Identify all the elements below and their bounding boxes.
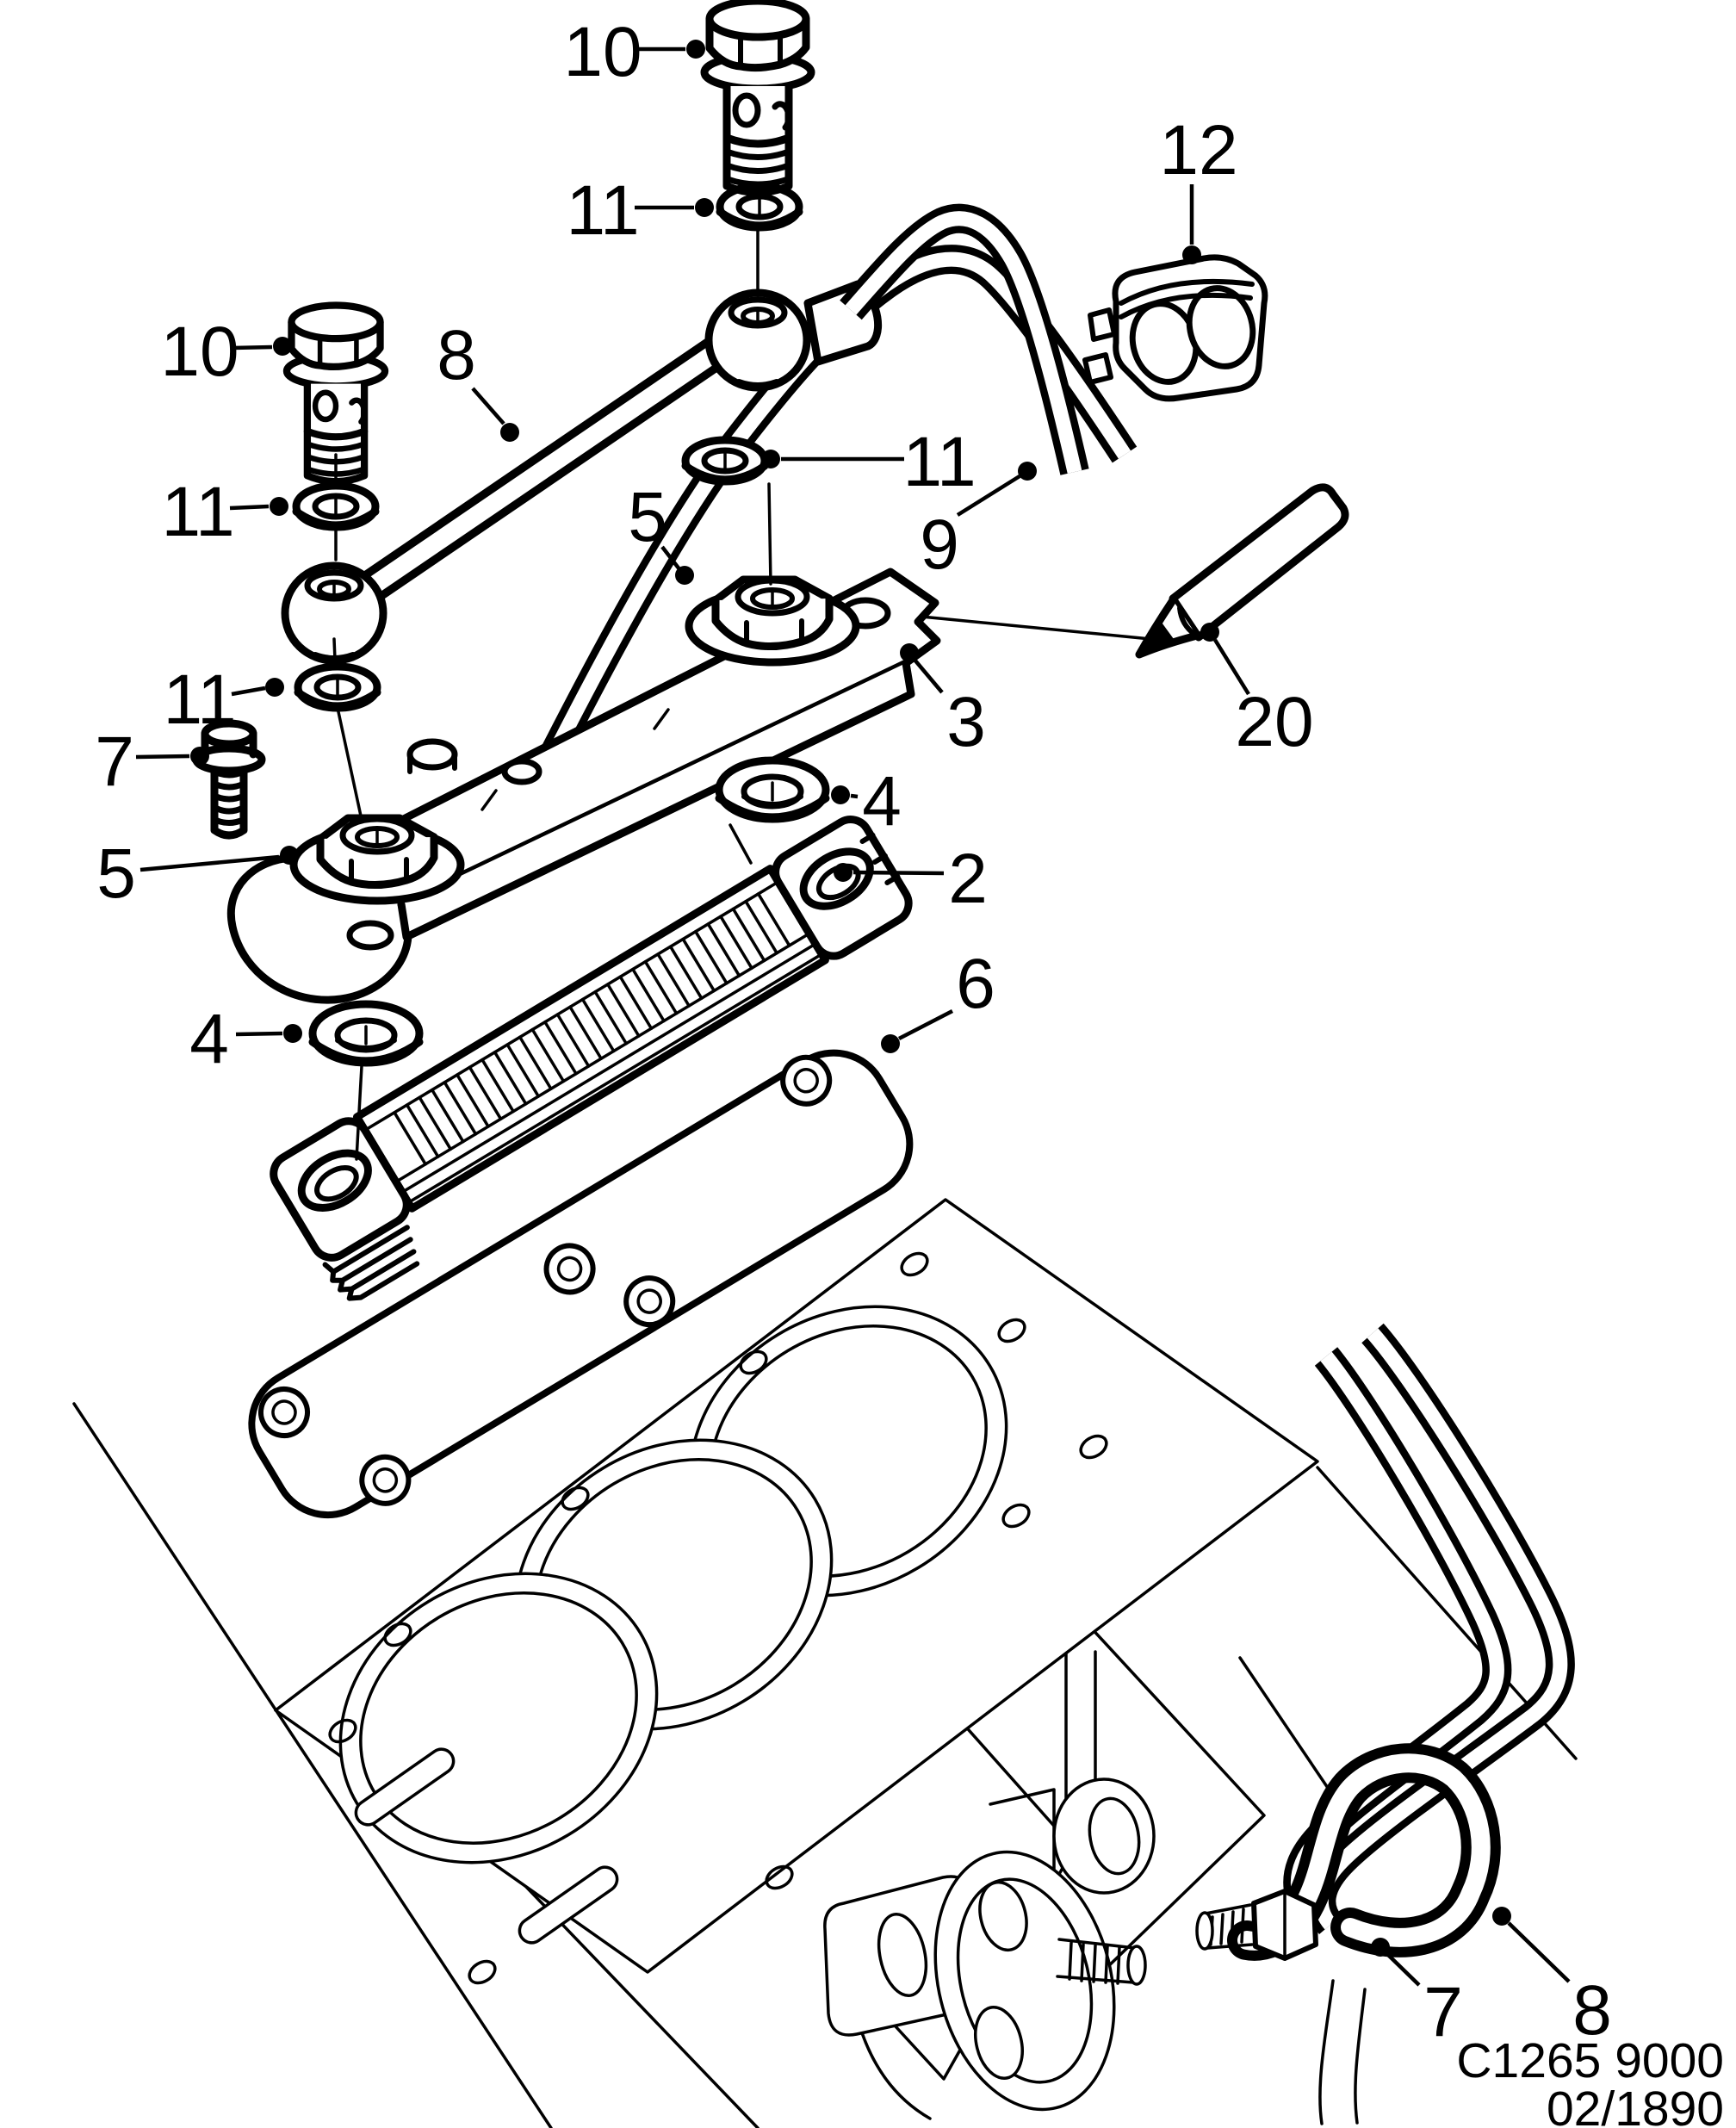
axis-line-right: [728, 823, 753, 865]
callout-label[interactable]: 5: [628, 478, 667, 556]
callout-4-left: 4: [189, 1000, 302, 1078]
callout-label[interactable]: 12: [1159, 111, 1237, 189]
callout-8-upper: 8: [437, 316, 519, 442]
callout-label[interactable]: 5: [96, 834, 136, 913]
callout-label[interactable]: 10: [160, 313, 239, 391]
callout-10-top: 10: [563, 13, 705, 91]
callout-7-left: 7: [95, 723, 209, 801]
head-gasket: [274, 1198, 1319, 1985]
callout-9: 9: [920, 462, 1037, 584]
callout-3: 3: [900, 643, 986, 761]
oil-filter-flange: [823, 1777, 1156, 2112]
callout-label[interactable]: 11: [163, 661, 236, 739]
seal-ring-right: [719, 760, 826, 819]
callout-2: 2: [834, 840, 988, 918]
oil-hose-bottom: [1227, 1743, 1501, 1961]
callout-label[interactable]: 11: [902, 423, 976, 501]
callout-4-right: 4: [831, 762, 902, 841]
seal-ring-left: [313, 1004, 419, 1063]
callout-label[interactable]: 10: [563, 13, 642, 91]
callout-label[interactable]: 7: [95, 723, 134, 801]
callout-label[interactable]: 6: [956, 945, 995, 1023]
banjo-bolt-top: [704, 1, 811, 193]
seal-washer-right: [685, 440, 765, 481]
revision-code: 02/1890: [1547, 2081, 1724, 2128]
axis-line-left: [355, 1064, 363, 1161]
nut-right: [689, 580, 856, 662]
oil-pipe-bend: [803, 203, 1089, 475]
seal-washer-left-lower: [298, 667, 377, 708]
callout-11-right: 11: [761, 423, 976, 501]
callout-11-left-lower: 11: [163, 661, 284, 739]
drawing-code: C1265 9000: [1456, 2033, 1724, 2088]
flange-screw: [192, 719, 266, 840]
head-gasket-holes: [328, 1251, 1108, 1985]
sealant-stick: [920, 483, 1349, 659]
callout-10-left: 10: [160, 313, 292, 391]
banjo-end-right: [709, 293, 807, 388]
callout-label[interactable]: 3: [946, 683, 986, 761]
callout-7-bottom: 7: [1371, 1938, 1463, 2051]
callout-5-right: 5: [628, 478, 694, 585]
seal-washer-left-upper: [296, 486, 375, 527]
callout-5-left: 5: [96, 834, 299, 913]
oil-pipe-upper: [343, 320, 753, 614]
callout-label[interactable]: 8: [437, 316, 476, 394]
oil-cooler-core: [270, 816, 913, 1301]
callout-12: 12: [1159, 111, 1238, 264]
callout-8-bottom: 8: [1492, 1907, 1612, 2050]
callout-label[interactable]: 8: [1572, 1971, 1612, 2050]
cooler-gasket: [248, 1049, 914, 1519]
axis-line-nut-right: [767, 482, 772, 586]
callout-label[interactable]: 2: [948, 840, 988, 918]
pipe-fitting-bottom: [1195, 1889, 1318, 1961]
callout-label[interactable]: 4: [862, 762, 902, 841]
callout-label[interactable]: 9: [920, 506, 959, 584]
footer: C1265 9000 02/1890: [1456, 2033, 1724, 2128]
callout-label[interactable]: 11: [566, 171, 639, 250]
callout-6: 6: [881, 945, 995, 1053]
callout-11-left-upper: 11: [161, 473, 288, 551]
callout-label[interactable]: 11: [161, 473, 234, 551]
callout-label[interactable]: 4: [189, 1000, 229, 1078]
callouts: 10 11 10 8 11 11 7 5 5 11 9 12 3 20 4 2 …: [95, 13, 1612, 2051]
callout-20: 20: [1200, 623, 1314, 761]
pipe-clamp: [1082, 254, 1268, 402]
callout-label[interactable]: 20: [1235, 683, 1313, 761]
axis-line-nut-left: [336, 706, 363, 822]
callout-11-top: 11: [566, 171, 714, 250]
callout-label[interactable]: 7: [1423, 1973, 1463, 2051]
